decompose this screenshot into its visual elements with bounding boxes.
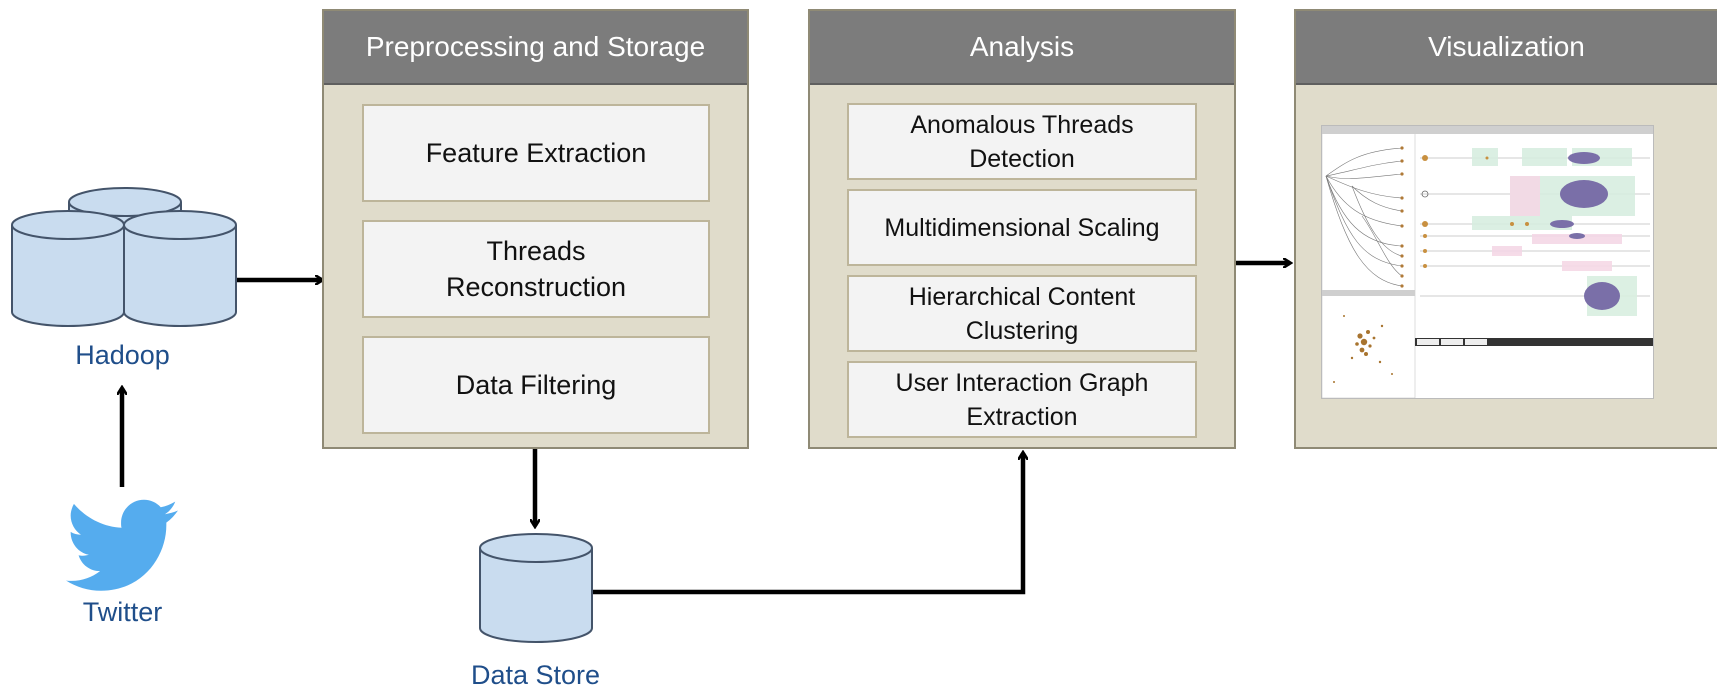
visualization-title: Visualization (1296, 11, 1717, 85)
step-multidimensional-scaling: Multidimensional Scaling (847, 189, 1197, 266)
step-data-filtering: Data Filtering (362, 336, 710, 434)
visualization-screenshot-image (1321, 125, 1653, 399)
hadoop-database-icon (11, 187, 237, 327)
step-hierarchical-content-clustering: Hierarchical Content Clustering (847, 275, 1197, 352)
step-user-interaction-graph-extraction: User Interaction Graph Extraction (847, 361, 1197, 438)
visualization-screenshot (1321, 125, 1654, 399)
hadoop-label: Hadoop (75, 340, 170, 370)
twitter-label: Twitter (82, 597, 163, 627)
step-anomalous-threads-detection: Anomalous Threads Detection (847, 103, 1197, 180)
data-store-label: Data Store (470, 660, 601, 690)
twitter-bird-icon (66, 499, 178, 591)
step-threads-reconstruction: Threads Reconstruction (362, 220, 710, 318)
analysis-title: Analysis (810, 11, 1234, 85)
analysis-panel: Analysis Anomalous Threads Detection Mul… (808, 9, 1236, 449)
arrow-datastore-to-analysis (592, 453, 1023, 595)
step-feature-extraction: Feature Extraction (362, 104, 710, 202)
preprocessing-panel: Preprocessing and Storage Feature Extrac… (322, 9, 749, 449)
data-store-database-icon (479, 533, 593, 643)
preprocessing-title: Preprocessing and Storage (324, 11, 747, 85)
